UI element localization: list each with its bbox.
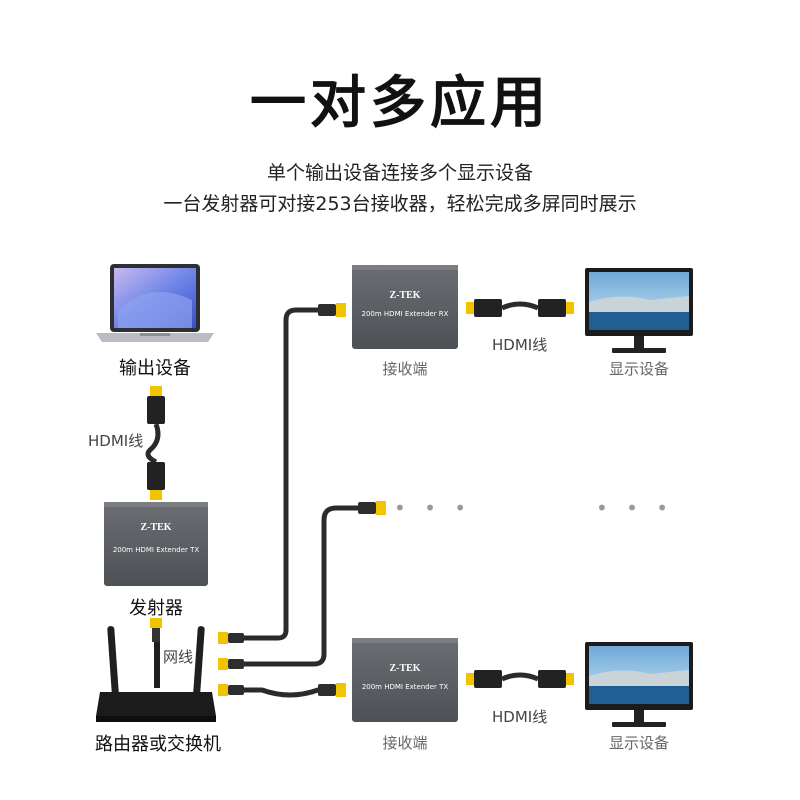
receiver-label-top: 接收端 [382, 360, 428, 378]
hdmi-cable-top [466, 299, 574, 317]
hdmi-cable-label-top: HDMI线 [492, 336, 548, 354]
hdmi-cable-vertical [145, 386, 165, 500]
router-ports [218, 632, 244, 696]
monitor-icon-top [585, 268, 693, 353]
rx-top-brand-text: Z-TEK [389, 290, 421, 301]
hdmi-cable-label-vertical: HDMI线 [88, 432, 144, 450]
page-title: 一对多应用 [250, 71, 550, 136]
hdmi-cable-bottom [466, 670, 574, 688]
tx-model-text: 200m HDMI Extender TX [112, 546, 200, 554]
subtitle-line-2: 一台发射器可对接253台接收器，轻松完成多屏同时展示 [163, 193, 637, 215]
ellipsis-middle-right: • • • [596, 496, 675, 520]
rx-top-model-text: 200m HDMI Extender RX [361, 310, 449, 318]
router-icon [96, 618, 216, 722]
rx-bottom-model-text: 200m HDMI Extender TX [361, 683, 449, 691]
rx-bottom-brand-text: Z-TEK [389, 663, 421, 674]
transmitter-box [104, 502, 208, 586]
display-label-top: 显示设备 [608, 360, 669, 378]
monitor-icon-bottom [585, 642, 693, 727]
tx-brand-text: Z-TEK [140, 522, 172, 533]
network-cable-label: 网线 [163, 648, 194, 666]
receiver-label-bottom: 接收端 [382, 734, 428, 752]
router-label: 路由器或交换机 [95, 734, 221, 755]
hdmi-cable-label-bottom: HDMI线 [492, 708, 548, 726]
transmitter-label: 发射器 [129, 598, 183, 619]
subtitle-line-1: 单个输出设备连接多个显示设备 [266, 162, 533, 184]
display-label-bottom: 显示设备 [608, 734, 669, 752]
laptop-icon [96, 264, 214, 342]
receiver-box-top [352, 265, 458, 349]
ellipsis-middle-left: • • • [394, 496, 473, 520]
rj45-connectors [318, 303, 386, 697]
network-cables [241, 307, 361, 698]
output-device-label: 输出设备 [119, 358, 191, 379]
receiver-box-bottom [352, 638, 458, 722]
